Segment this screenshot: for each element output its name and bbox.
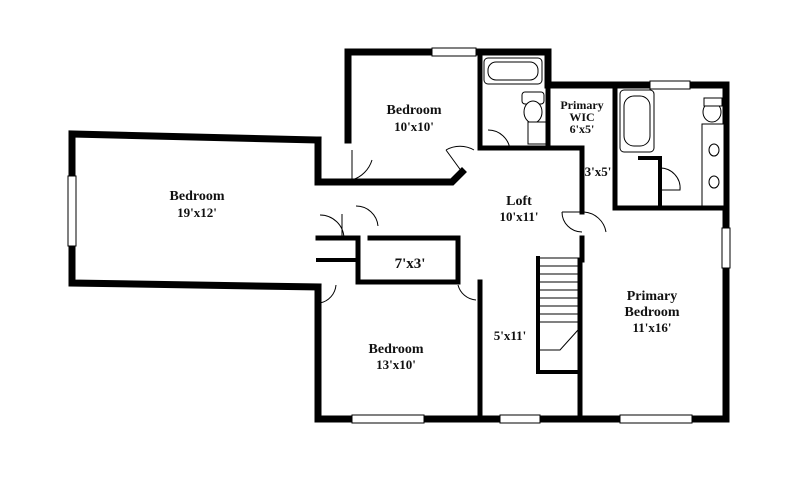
bedroom-top-size: 10'x10' [394, 119, 434, 134]
window-left-bedroom [67, 175, 77, 247]
doors [319, 119, 681, 304]
window-primary-bottom [619, 414, 693, 424]
hall-5x11-size: 5'x11' [494, 328, 527, 343]
room-labels: Bedroom 10'x10' Bedroom 19'x12' Loft 10'… [170, 98, 680, 372]
bedroom-left-name: Bedroom [170, 189, 225, 204]
window-bottom-bedroom [351, 414, 425, 424]
loft-size: 10'x11' [499, 209, 538, 224]
bath-fixtures [483, 57, 725, 207]
primary-bedroom-line2: Bedroom [625, 305, 680, 320]
bedroom-left-size: 19'x12' [177, 205, 217, 220]
vanity-primary [701, 123, 725, 207]
bedroom-bottom-size: 13'x10' [376, 357, 416, 372]
bedroom-bottom-name: Bedroom [369, 342, 424, 357]
primary-wic-line1: Primary [560, 98, 603, 112]
stairs [540, 257, 579, 351]
primary-bedroom-line1: Primary [627, 289, 678, 304]
windows [67, 47, 731, 424]
primary-wic-line2: WIC [569, 110, 594, 124]
closet-bifold [371, 235, 453, 241]
walls [68, 48, 730, 423]
window-top-bedroom [431, 47, 477, 57]
closet-3x5-size: 3'x5' [585, 164, 612, 179]
primary-bedroom-size: 11'x16' [632, 320, 671, 335]
bedroom-top-name: Bedroom [387, 103, 442, 118]
sink-top-bath [527, 121, 547, 145]
window-primary-right [721, 227, 731, 269]
closet-7x3-size: 7'x3' [395, 256, 426, 272]
window-hall-bottom [499, 414, 541, 424]
loft-name: Loft [506, 194, 532, 209]
primary-wic-size: 6'x5' [570, 122, 595, 136]
window-bath-top [649, 80, 691, 90]
